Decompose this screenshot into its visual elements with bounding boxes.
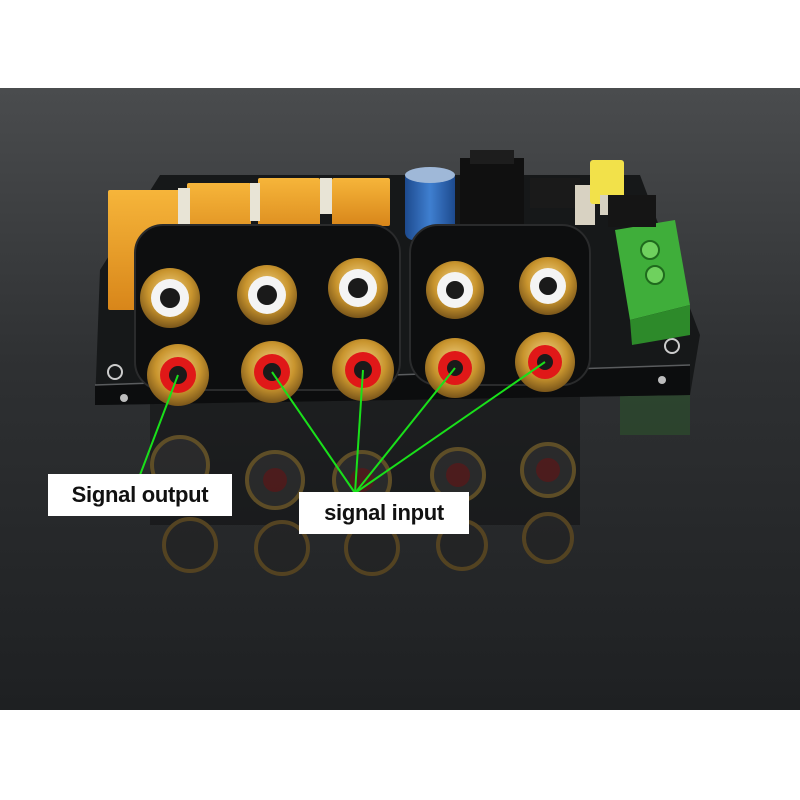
signal-input-label: signal input: [299, 492, 469, 534]
rca-jack-top-3: [328, 258, 388, 318]
rca-jack-top-5: [519, 257, 577, 315]
components: [405, 150, 636, 240]
callout-line-output: [139, 374, 179, 476]
callout-line-input-4: [354, 361, 546, 494]
rca-jack-top-1: [140, 268, 200, 328]
signal-output-label: Signal output: [48, 474, 232, 516]
callout-lines: [139, 361, 546, 494]
terminal-block: [608, 195, 690, 345]
callout-line-input-2: [354, 369, 364, 494]
rca-jack-top-4: [426, 261, 484, 319]
rca-top-row: [140, 257, 577, 328]
rca-jack-top-2: [237, 265, 297, 325]
callout-line-input-3: [354, 367, 456, 494]
callout-line-input-1: [271, 371, 356, 494]
